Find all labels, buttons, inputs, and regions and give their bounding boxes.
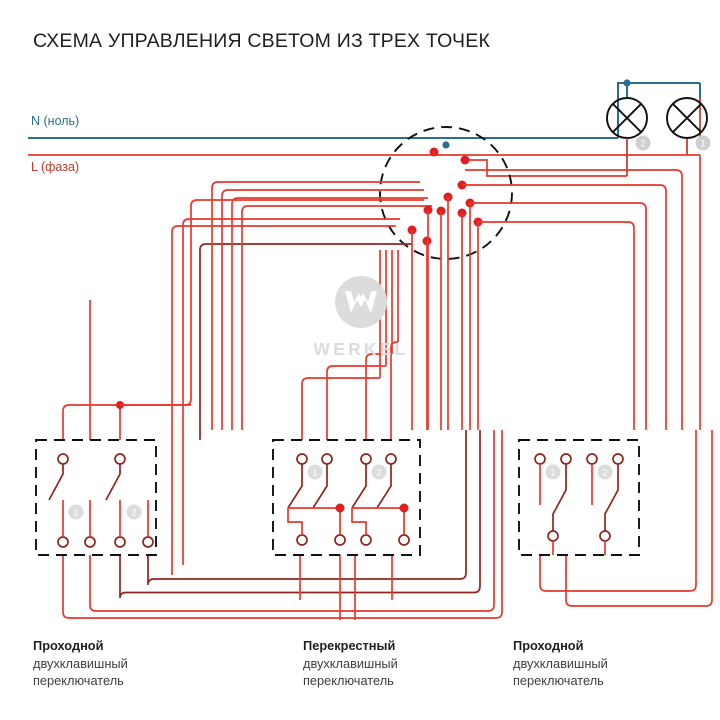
junction-box-outline [379,126,513,260]
mid-g2-blade-a [351,464,367,509]
right-g1-blade [552,464,567,531]
mid-g1-top-term-a [296,453,308,465]
wire-mid-in-3 [365,353,392,440]
neutral-junction-dot [623,79,631,87]
right-g2-bot-term [599,530,611,542]
mid-g1-blade-a [287,464,303,509]
mid-gang1-badge-label: 1 [312,468,317,478]
bundle-l2 [221,189,424,430]
left-g2-bot-term-b [142,536,154,548]
neutral-rail-label: N (ноль) [31,114,80,128]
caption-right-line3: переключатель [513,673,604,688]
mid-g1-jog [287,508,303,535]
return-r1 [539,430,697,592]
caption-middle-line2: двухклавишный [303,655,398,671]
mid-g2-bot-term-a [360,534,372,546]
wire-right-b [478,221,635,430]
left-g2-bot-term-a [114,536,126,548]
caption-switch-right: Проходной двухклавишный переключатель [513,637,608,690]
page-title: СХЕМА УПРАВЛЕНИЯ СВЕТОМ ИЗ ТРЕХ ТОЧЕК [33,30,491,52]
mid-g1-top-term-b [321,453,333,465]
lamp2-badge-circle [635,135,651,151]
left-g2-top-term [114,453,126,465]
return-l2 [89,430,495,612]
mid-g2-top-term-b [385,453,397,465]
bundle-l3 [231,197,428,430]
right-g1-bot-term [547,530,559,542]
neutral-branch-to-lamp1 [617,82,700,138]
mid-g2-bot-term-b [398,534,410,546]
caption-switch-left: Проходной двухклавишный переключатель [33,637,128,690]
left-gang1-badge-label: 1 [73,508,78,518]
caption-left-line3: переключатель [33,673,124,688]
mid-g1-bot-term-a [296,534,308,546]
caption-switch-middle: Перекрестный двухклавишный переключатель [303,637,398,690]
mid-gang2-badge-label: 2 [376,468,381,478]
caption-left-title: Проходной [33,638,104,653]
right-gang2-badge-label: 2 [602,468,607,478]
bundle-l1 [211,181,420,430]
caption-left-line2: двухклавишный [33,655,128,671]
return-l1 [62,430,503,619]
lamp-1: 1 [666,97,711,151]
right-g1-top-term-b [560,453,572,465]
lamp2-badge-label: 2 [640,139,645,149]
left-gang2-badge-label: 2 [131,508,136,518]
wire-mid-in-2 [326,365,386,440]
caption-right-title: Проходной [513,638,584,653]
live-rail-label: L (фаза) [31,160,80,174]
switch-left: 1 2 [35,439,157,556]
wire-mid-in-4 [390,341,398,440]
left-g1-blade [48,464,64,501]
mid-g2-top-term-a [360,453,372,465]
lamp-2: 2 [606,97,651,176]
lamp1-badge-label: 1 [700,139,705,149]
lamp1-badge-circle [695,135,711,151]
right-g2-top-term-a [586,453,598,465]
mid-g2-jog [351,508,367,535]
wire-left-e [171,225,396,575]
wire-mid-in-1 [301,377,380,440]
neutral-box-dot [442,141,450,149]
mid-gang1-badge-circle [307,464,323,480]
wire-right-d [465,169,683,430]
box-dot-3 [460,155,470,165]
left-g1-top-term [57,453,69,465]
mid-gang2-badge-circle [371,464,387,480]
switch-right: 1 2 [518,439,640,556]
switch-middle: 1 2 [272,439,421,556]
return-l4 [147,430,467,586]
mid-g1-blade-b [312,464,328,509]
right-g2-top-term-b [612,453,624,465]
wire-left-a [62,199,424,440]
caption-middle-line3: переключатель [303,673,394,688]
left-gang2-badge-circle [126,504,142,520]
return-r2 [565,430,713,607]
wire-right-c [462,184,667,430]
left-g1-bot-term-b [84,536,96,548]
right-gang2-badge-circle [597,464,613,480]
mid-g2-blade-b [376,464,392,509]
left-g2-blade [105,464,121,501]
right-gang1-badge-circle [545,464,561,480]
right-g2-blade [604,464,619,531]
right-g1-top-term-a [534,453,546,465]
wire-left-d [182,218,400,565]
mid-g1-bot-term-b [334,534,346,546]
bundle-l4 [241,205,432,430]
left-g1-bot-term-a [57,536,69,548]
wire-left-c [199,243,412,440]
left-gang1-badge-circle [68,504,84,520]
mid-g2-node [399,503,409,513]
mid-g1-node [335,503,345,513]
wire-right-a [470,202,647,430]
caption-right-line2: двухклавишный [513,655,608,671]
right-gang1-badge-label: 1 [550,468,555,478]
lamp2-return-wire [465,159,627,177]
caption-middle-title: Перекрестный [303,638,396,653]
